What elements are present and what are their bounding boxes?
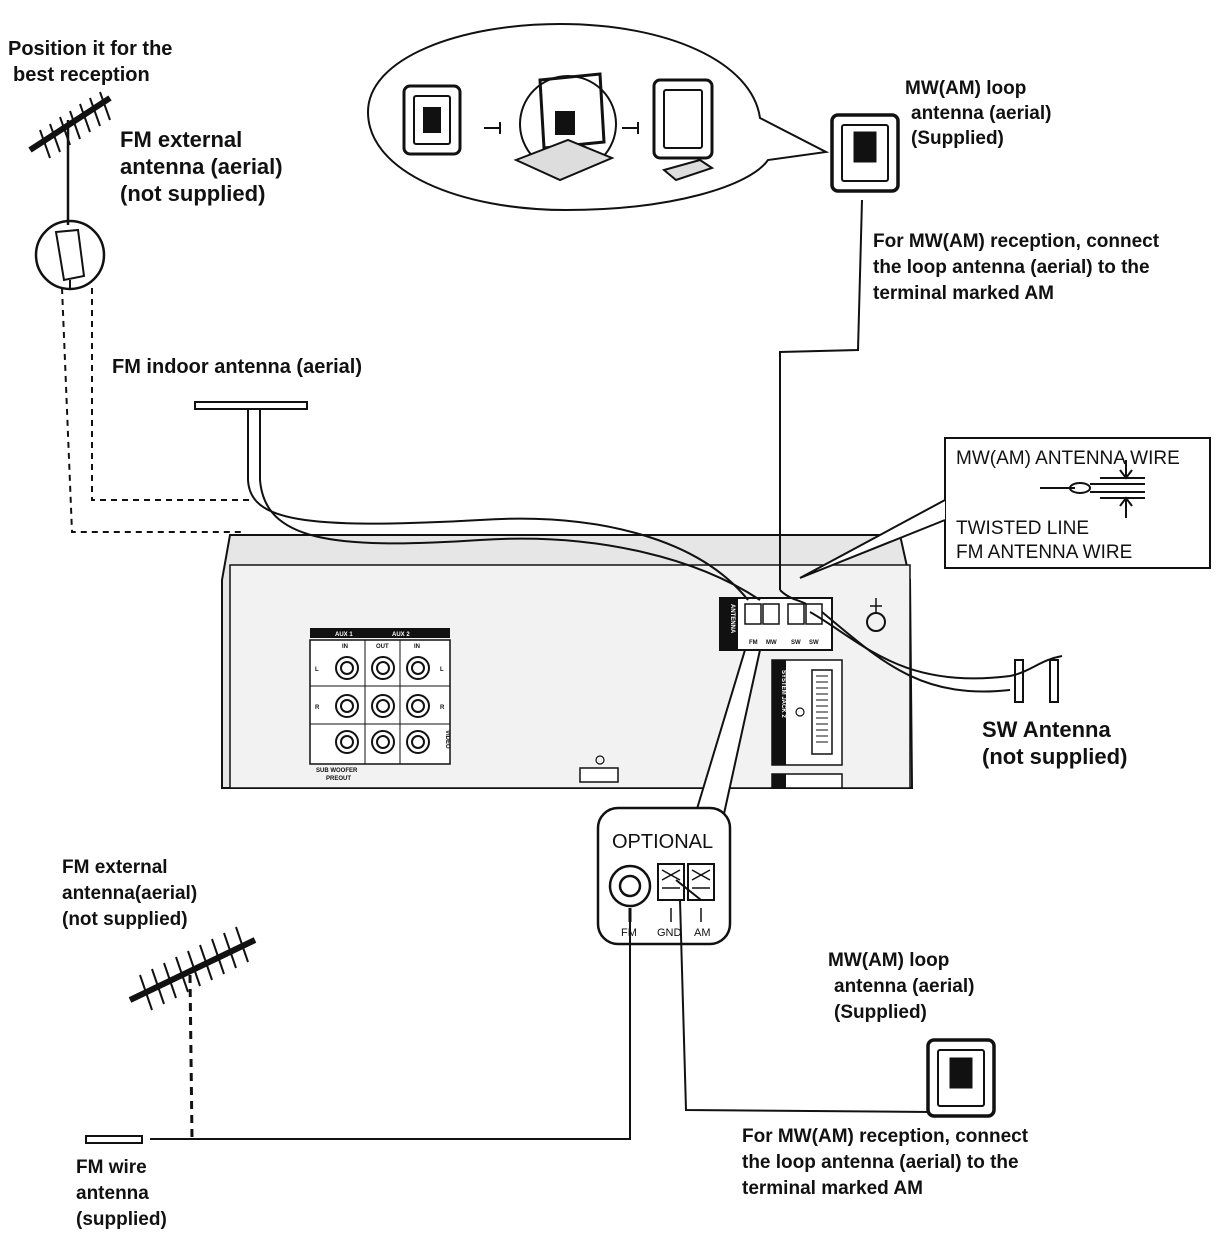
aux2-label: AUX 2 [392,632,410,638]
sw-antenna-label: SW Antenna (not supplied) [982,717,1128,769]
loop-antenna-step2-icon [513,72,617,182]
sw-terminal-label-2: SW [809,640,819,646]
antenna-terminal-block: ANTENNA FM MW SW SW [719,597,833,651]
optional-fm-label: FM [621,927,637,939]
system-jack-label: SYSTEM JACK 2 [780,670,786,718]
subwoofer-label-1: SUB WOOFER [316,768,358,774]
sw-antenna-icon [809,611,1063,703]
mw-loop-bottom-label: MW(AM) loop antenna (aerial) (Supplied) [828,950,975,1023]
loop-antenna-step1-icon [402,84,462,156]
aux-jack-block: AUX 1 AUX 2 IN OUT IN L R L R SUB WOOFER… [309,628,451,782]
small-connector [579,767,619,783]
wire-detail-box [799,437,1211,579]
fm-wire-antenna-icon [85,922,631,1144]
fm-coax-socket-icon [608,864,652,908]
optional-gnd-label: GND [657,927,682,939]
mw-loop-antenna-bottom-icon [675,879,996,1118]
left-channel-label-2: L [440,667,444,673]
subwoofer-label-2: PREOUT [326,776,351,782]
optional-title: OPTIONAL [612,831,713,853]
fm-antenna-wire-label: FM ANTENNA WIRE [956,542,1132,563]
fm-wire-label: FM wire antenna (supplied) [76,1157,167,1230]
mw-reception-bottom-label: For MW(AM) reception, connect the loop a… [742,1126,1029,1199]
ground-terminal-icon [866,612,886,632]
video-label: VIDEO [444,730,450,749]
mw-antenna-wire-label: MW(AM) ANTENNA WIRE [956,448,1180,469]
fm-indoor-antenna-icon [194,401,761,601]
sw-terminal-label: SW [791,640,801,646]
mw-reception-top-label: For MW(AM) reception, connect the loop a… [873,231,1160,304]
fm-external-antenna-top-icon [28,91,112,291]
antenna-label: ANTENNA [729,604,735,634]
fm-external-top-label: FM external antenna (aerial) (not suppli… [120,127,283,206]
fm-external-bottom-label: FM external antenna(aerial) (not supplie… [62,857,198,930]
mw-loop-antenna-top-icon [779,113,900,605]
right-channel-label-2: R [440,705,445,711]
screw-hole-icon [595,755,605,765]
unit-rear-panel: AUX 1 AUX 2 IN OUT IN L R L R SUB WOOFER… [221,534,914,789]
aux2-out-label: OUT [376,644,389,650]
aux1-in-label: IN [342,644,348,650]
system-jack: SYSTEM JACK 2 [771,659,843,789]
mw-terminal-label: MW [766,640,777,646]
optional-am-label: AM [694,927,711,939]
loop-antenna-step3-icon [652,78,715,182]
fm-indoor-label: FM indoor antenna (aerial) [112,356,363,378]
aux1-label: AUX 1 [335,632,353,638]
fm-external-top-cable [61,287,250,533]
loop-assembly-balloon [366,22,830,212]
position-hint-label: Position it for the best reception [8,38,173,86]
fm-external-antenna-bottom-icon [128,926,257,1139]
optional-terminal-box [596,649,762,946]
fm-terminal-label: FM [749,640,758,646]
mw-loop-top-label: MW(AM) loop antenna (aerial) (Supplied) [905,78,1052,149]
right-channel-label: R [315,705,320,711]
aux2-in-label: IN [414,644,420,650]
twisted-line-label: TWISTED LINE [956,518,1089,539]
left-channel-label: L [315,667,319,673]
